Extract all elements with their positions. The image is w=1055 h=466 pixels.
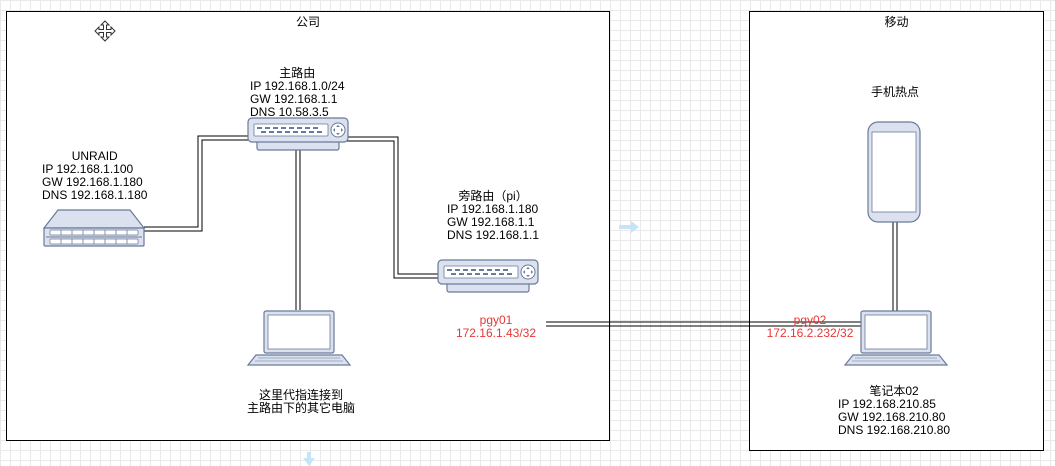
link-main-router-side-router[interactable] (345, 136, 439, 279)
arrow-right-icon[interactable] (618, 220, 640, 234)
main-router-dns: DNS 10.58.3.5 (250, 105, 329, 119)
link-main-router-office-pc[interactable] (295, 150, 301, 310)
main-router-gw: GW 192.168.1.1 (250, 92, 338, 106)
side-router-name: 旁路由（pi） (458, 189, 528, 203)
link-main-router-unraid[interactable] (144, 135, 249, 232)
main-router-ip: IP 192.168.1.0/24 (250, 79, 345, 93)
laptop02-gw: GW 192.168.210.80 (838, 410, 946, 424)
laptop02-label: 笔记本02 IP 192.168.210.85 GW 192.168.210.8… (838, 385, 950, 437)
mobile-group-title: 移动 (884, 15, 909, 29)
router-icon[interactable] (437, 258, 539, 294)
router-icon[interactable] (247, 116, 349, 152)
phone-icon[interactable] (866, 120, 922, 224)
hotspot-name: 手机热点 (870, 85, 919, 99)
office-pc-label: 这里代指连接到 主路由下的其它电脑 (236, 389, 366, 415)
mobile-group[interactable]: 移动 (749, 11, 1044, 451)
link-hotspot-laptop02[interactable] (892, 222, 898, 312)
laptop02-name: 笔记本02 (869, 384, 919, 398)
pgy02-label: pgy02 172.16.2.232/32 (760, 314, 860, 340)
laptop-icon[interactable] (246, 309, 352, 367)
unraid-dns: DNS 192.168.1.180 (42, 188, 148, 202)
side-router-dns: DNS 192.168.1.1 (447, 228, 540, 242)
main-router-name: 主路由 (279, 66, 316, 80)
laptop02-dns: DNS 192.168.210.80 (838, 423, 951, 437)
server-icon[interactable] (42, 208, 146, 248)
unraid-label: UNRAID IP 192.168.1.100 GW 192.168.1.180… (42, 150, 147, 202)
move-icon[interactable] (94, 20, 116, 42)
laptop-icon[interactable] (843, 309, 949, 367)
pgy01-label: pgy01 172.16.1.43/32 (446, 314, 546, 340)
pgy01-name: pgy01 (479, 313, 513, 327)
pgy01-ip: 172.16.1.43/32 (455, 326, 537, 340)
arrow-down-icon[interactable] (302, 452, 316, 466)
office-pc-line1: 这里代指连接到 (258, 388, 343, 402)
side-router-ip: IP 192.168.1.180 (447, 202, 539, 216)
unraid-gw: GW 192.168.1.180 (42, 175, 143, 189)
pgy02-ip: 172.16.2.232/32 (766, 326, 854, 340)
side-router-gw: GW 192.168.1.1 (447, 215, 535, 229)
laptop02-ip: IP 192.168.210.85 (838, 397, 936, 411)
office-pc-line2: 主路由下的其它电脑 (246, 401, 355, 415)
unraid-ip: IP 192.168.1.100 (42, 162, 134, 176)
main-router-label: 主路由 IP 192.168.1.0/24 GW 192.168.1.1 DNS… (250, 67, 345, 119)
hotspot-label: 手机热点 (855, 86, 935, 99)
link-pgy01-pgy02[interactable] (546, 321, 862, 327)
company-group-title: 公司 (295, 15, 320, 29)
side-router-label: 旁路由（pi） IP 192.168.1.180 GW 192.168.1.1 … (447, 190, 539, 242)
unraid-name: UNRAID (71, 149, 118, 163)
pgy02-name: pgy02 (793, 313, 827, 327)
